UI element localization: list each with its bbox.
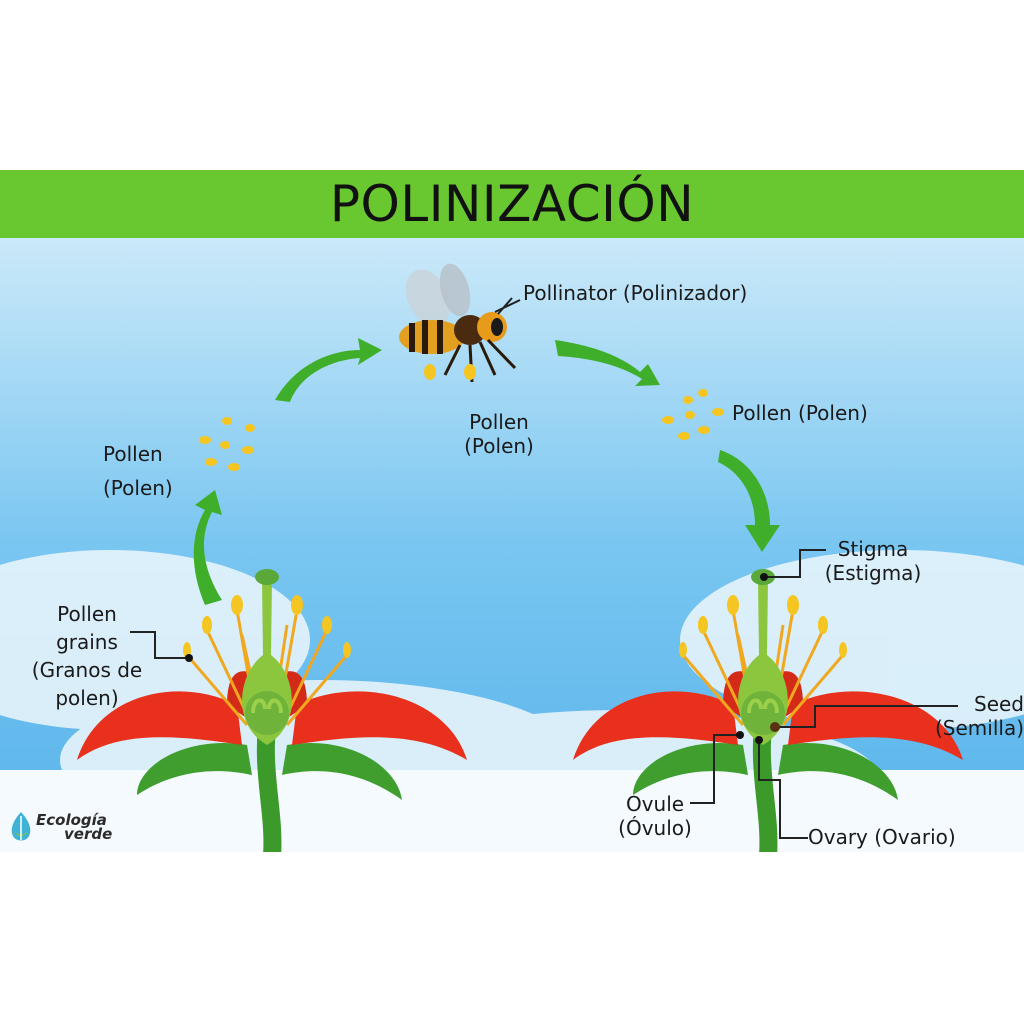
label-text: Seed [974,692,1024,716]
leader-lines [130,549,958,839]
label-pollen-right: Pollen (Polen) [732,401,868,425]
label-text: (Polen) [103,476,173,500]
label-pollen-grains: Pollen grains (Granos de polen) [22,600,152,712]
pollen-cluster-left [199,417,255,471]
label-text: Pollen [57,602,117,626]
diagram-art [0,238,1024,852]
seed-marker [770,722,780,732]
label-text: Pollen [103,442,163,466]
label-text: Pollen [469,410,529,434]
arrow-up-left [193,490,222,605]
logo-line2: verde [64,825,113,843]
arrow-to-bee [275,338,382,402]
label-text: (Granos de [31,658,143,682]
label-stigma: Stigma (Estigma) [818,537,928,585]
page-title: POLINIZACIÓN [329,175,695,233]
label-seed: Seed (Semilla) [930,692,1024,740]
pollen-cluster-right [662,389,724,440]
ecologia-verde-logo: Ecología verde [10,812,112,842]
label-pollen-left: Pollen (Polen) [103,437,173,505]
label-text: polen) [55,686,119,710]
label-ovary: Ovary (Ovario) [808,825,956,849]
bee-pollinator [399,263,521,383]
leaf-icon [11,812,31,841]
ovule-marker [736,731,744,739]
label-text: (Polen) [464,434,534,458]
label-text: Stigma [837,537,909,561]
ovary-marker [755,736,763,744]
title-banner: POLINIZACIÓN [0,170,1024,238]
arrow-from-bee [555,340,660,386]
label-text: (Semilla) [934,716,1024,740]
label-text: (Estigma) [824,561,922,585]
label-pollen-center: Pollen (Polen) [455,410,543,458]
label-text: (Óvulo) [618,816,692,840]
arrow-to-stigma [718,450,780,552]
logo-line1: Ecología [36,811,107,829]
label-ovule: Ovule (Óvulo) [612,792,698,840]
label-text: grains [56,630,118,654]
stigma-marker [760,573,768,581]
label-text: Ovule [625,792,685,816]
pollen-grain-marker [185,654,193,662]
label-pollinator: Pollinator (Polinizador) [523,281,748,305]
